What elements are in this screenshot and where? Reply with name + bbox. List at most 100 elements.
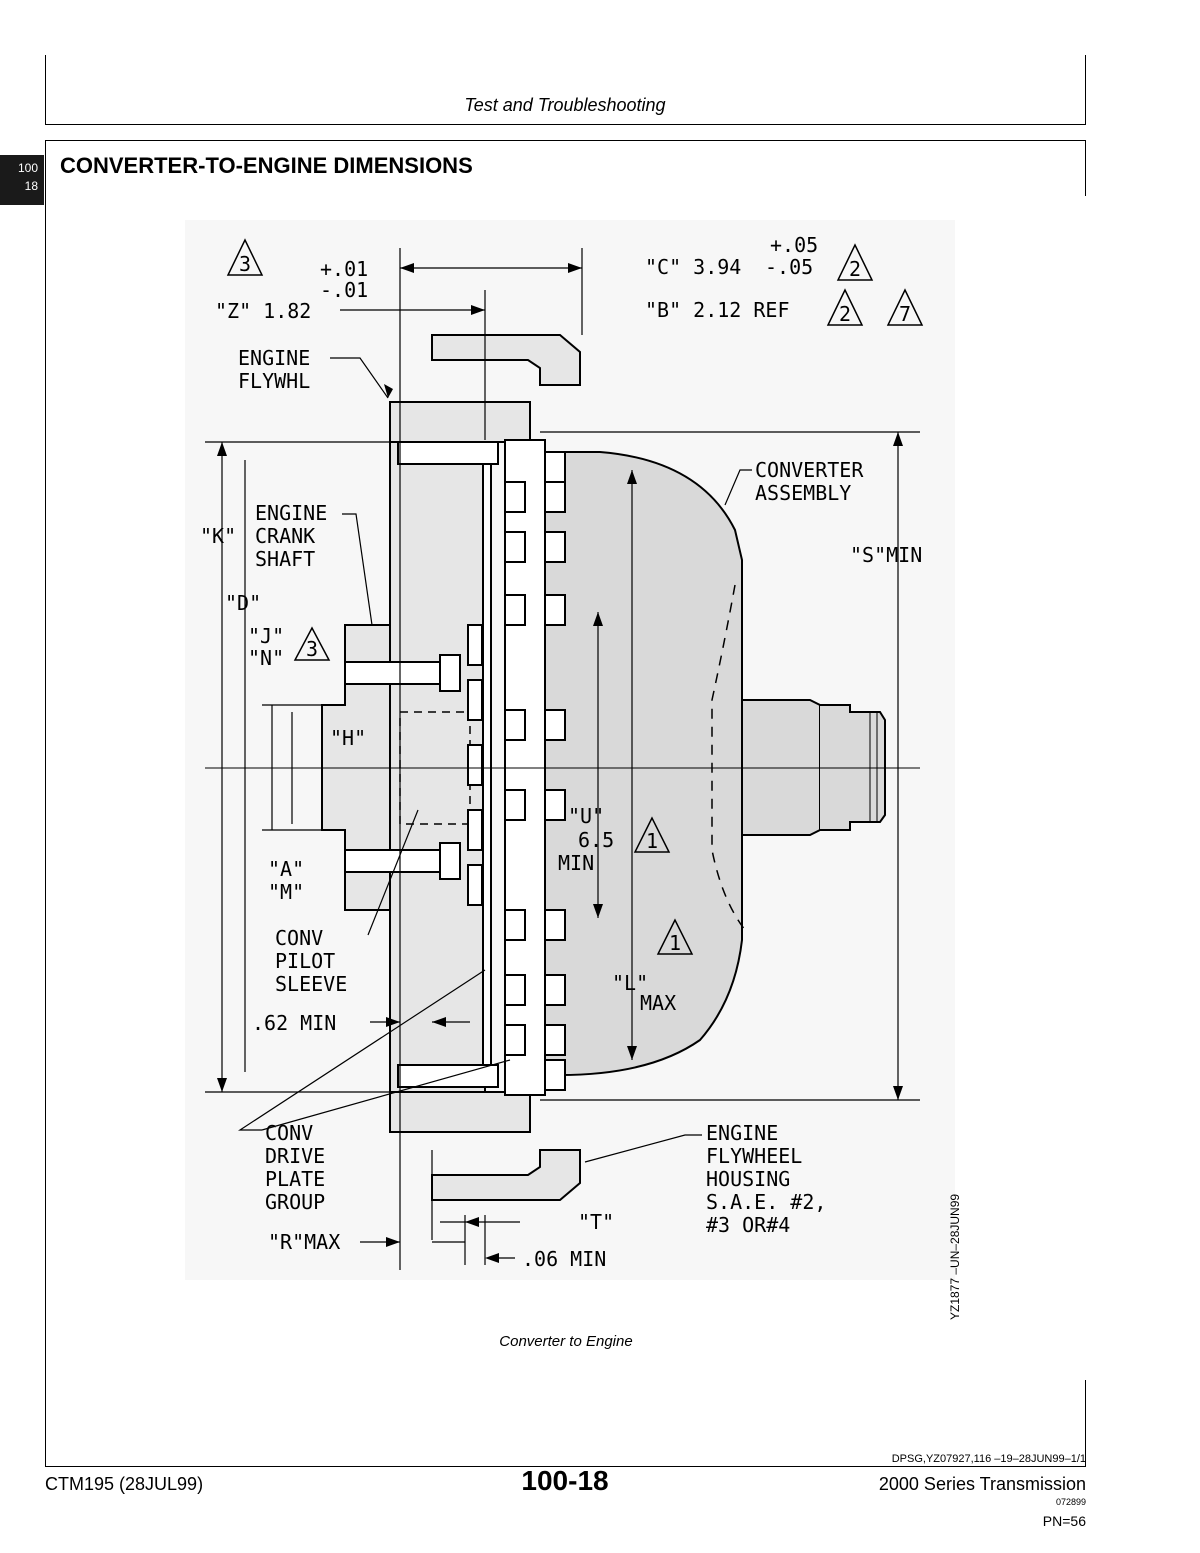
flange-bolt [504,594,526,626]
note-number: 2 [839,302,851,326]
hub-bolt [467,744,483,786]
header-right-rule [1085,55,1086,125]
dim-06-min: .06 MIN [522,1247,606,1271]
flange-bolt [544,594,566,626]
label-conv-pilot-sleeve-3: SLEEVE [275,972,347,996]
flywheel-housing-top [431,334,581,386]
converter-inner-contour [711,584,746,931]
tab-line-1: 100 [17,161,38,175]
header-bottom-rule [45,124,1086,125]
label-engine-crankshaft-3: SHAFT [255,547,315,571]
note-number: 1 [646,829,658,853]
dim-j: "J" [248,624,284,648]
note-number: 7 [899,302,911,326]
dim-t: "T" [578,1210,614,1234]
leader-line [261,1059,511,1131]
dim-m: "M" [268,880,304,904]
converter-housing [544,451,743,1076]
arrow-head [386,1237,400,1247]
label-conv-pilot-sleeve-1: CONV [275,926,323,950]
flywheel-bolt-lower [397,1064,499,1088]
section-header: Test and Troubleshooting [464,95,666,115]
leader-line [724,469,752,506]
tab-line-2: 18 [24,179,38,193]
label-engine-flywheel-2: FLYWHL [238,369,310,393]
flange-bolt [544,1024,566,1056]
note-number: 3 [239,252,251,276]
arrow-head [627,470,637,484]
content-right-rule [1085,140,1086,196]
label-converter-assembly-1: CONVERTER [755,458,864,482]
note-triangle [226,238,264,276]
label-flywheel-housing-4: S.A.E. #2, [706,1190,826,1214]
flange-bolt [504,709,526,741]
dim-l-max: MAX [640,991,676,1015]
note-number: 3 [306,637,318,661]
page-title: CONVERTER-TO-ENGINE DIMENSIONS [60,153,473,178]
content-top-rule [45,140,1086,141]
crank-bolt-lower [344,849,441,873]
flange-bolt [544,709,566,741]
note-triangle [826,288,864,326]
arrow-head [471,305,485,315]
dim-u: "U" [568,804,604,828]
dim-c-tol-plus: +.05 [770,233,818,257]
header-left-rule [45,55,46,125]
arrow-head [465,1217,479,1227]
flywheel-bottom [389,1091,531,1133]
flange-bolt [504,1024,526,1056]
label-conv-drive-plate-3: PLATE [265,1167,325,1191]
drive-plate [482,444,492,1086]
leader-lines [237,357,752,1163]
manual-title: 2000 Series Transmission [878,1474,1086,1494]
label-flywheel-housing-5: #3 OR#4 [706,1213,790,1237]
note-triangles [226,238,924,955]
label-conv-drive-plate-4: GROUP [265,1190,325,1214]
page-number: 100-18 [521,1465,609,1496]
figure-id: YZ1877 –UN–28JUN99 [948,1193,962,1320]
arrow-head [217,442,227,456]
hub-bolt [467,809,483,851]
dim-h: "H" [330,726,366,750]
crank-bolt-upper [344,661,441,685]
arrow-head [893,1086,903,1100]
note-number: 1 [669,931,681,955]
flange-bolt [544,481,566,513]
arrow-head [893,432,903,446]
note-numbers: 3 2 2 7 3 1 1 [239,252,911,955]
leader-line [367,809,419,936]
dim-z: "Z" 1.82 [215,299,311,323]
engine-flywheel [389,401,531,443]
hub-bolts [467,624,483,906]
arrow-head [400,263,414,273]
dim-l: "L" [612,971,648,995]
arrow-head [217,1078,227,1092]
dim-d: "D" [225,591,261,615]
flange-bolt [544,531,566,563]
section-tab: 100 18 [0,155,44,205]
footer-top-rule [45,1466,1086,1467]
dim-u-value: 6.5 [578,828,614,852]
flange-bolt [544,789,566,821]
arrow-head [432,1017,446,1027]
pn-number: PN=56 [1042,1513,1086,1529]
flange-bolt [504,909,526,941]
arrow-head [485,1253,499,1263]
flywheel-bolt-upper [397,441,499,465]
flange-bolt [504,481,526,513]
note-number: 2 [849,257,861,281]
leader-line [342,513,373,626]
arrow-head [593,612,603,626]
note-triangle [656,918,694,955]
flange-bolts [504,451,566,1091]
arrow-heads [217,263,903,1263]
flywheel-housing-bottom [431,1149,581,1201]
note-triangle [836,243,874,281]
flange-bolt [544,1059,566,1091]
dim-s-min: "S"MIN [850,543,922,567]
arrow-head [627,1046,637,1060]
date-code: 072899 [1055,1497,1086,1507]
flange-bolt [504,789,526,821]
content-right-rule-lower [1085,1380,1086,1467]
label-flywheel-housing-1: ENGINE [706,1121,778,1145]
